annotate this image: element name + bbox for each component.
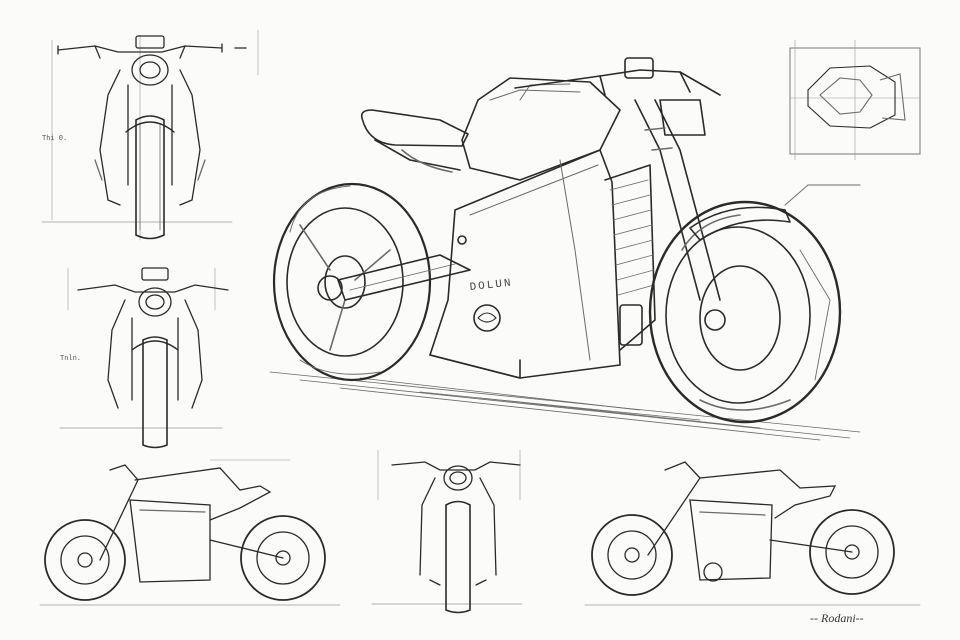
- frame-shading: [609, 179, 655, 296]
- front-view-mid: [59, 267, 229, 449]
- side-view-right: [584, 461, 921, 606]
- front-view-bottom: [371, 449, 523, 614]
- panel-emblem: [473, 304, 501, 332]
- rear-wheel: [272, 182, 432, 382]
- hero-motorcycle: [269, 57, 861, 441]
- tank: [461, 77, 621, 181]
- ground-shadow: [269, 371, 861, 441]
- callout-front-mid: Tnln.: [60, 355, 81, 363]
- swingarm: [337, 254, 471, 301]
- front-view-top: [41, 29, 259, 241]
- callout-front-top: Thi 0.: [42, 135, 67, 143]
- side-panel: [429, 149, 621, 379]
- hero-tank-text: DOLUN: [469, 278, 513, 294]
- front-wheel: [648, 200, 842, 424]
- artist-signature: -- Rodani--: [810, 611, 864, 625]
- handlebar: [514, 69, 721, 96]
- seat: [360, 109, 469, 147]
- front-fender: [689, 206, 791, 241]
- top-view: [789, 40, 921, 160]
- side-view-left: [39, 459, 341, 606]
